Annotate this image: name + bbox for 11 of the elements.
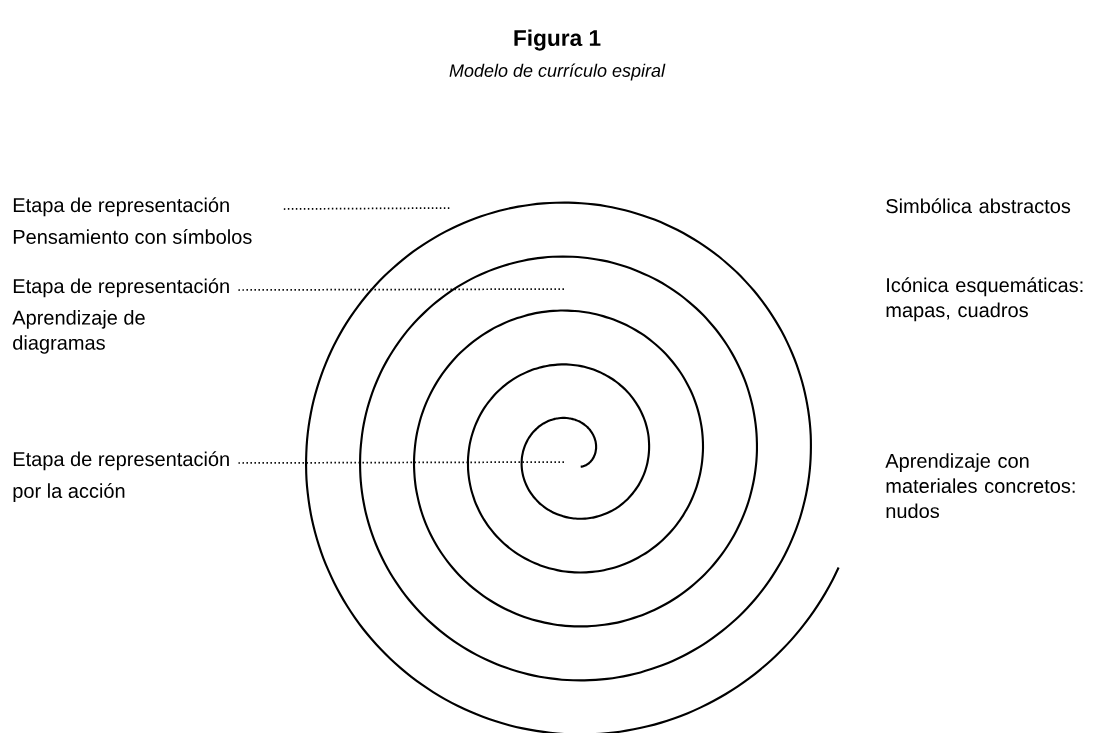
figure-caption: Modelo de currículo espiral	[449, 63, 666, 81]
stage-label: Etapa de representación Pensamiento con símbolos	[13, 197, 252, 244]
figure-title: Figura 1	[514, 29, 601, 51]
level-label: Simbólica abstractos	[886, 198, 1071, 214]
stage-label: Etapa de representación por la acción	[13, 451, 229, 502]
stage-label: Etapa de representación Aprendizaje de diagramas	[12, 278, 229, 354]
leader-line	[237, 461, 565, 464]
level-label: Aprendizaje con materiales concretos: nudos	[885, 453, 1075, 519]
leader-line	[283, 207, 451, 210]
leader-line	[237, 288, 567, 291]
level-label: Icónica esquemáticas: mapas, cuadros	[886, 277, 1083, 322]
